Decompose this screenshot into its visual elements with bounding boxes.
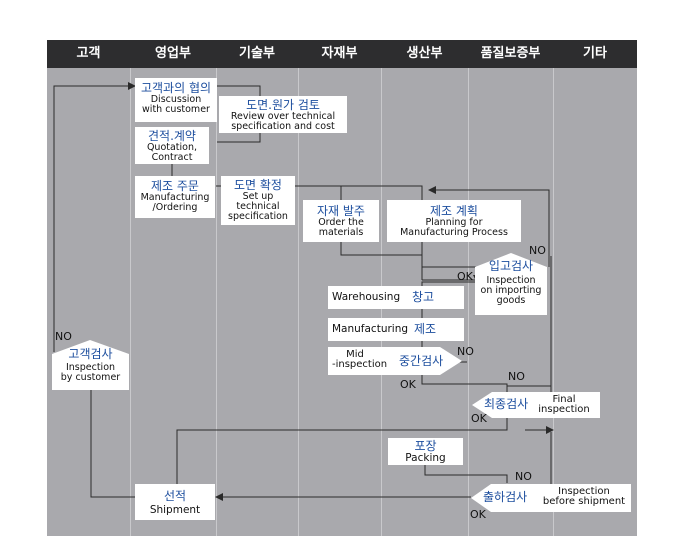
department-header: 고객 영업부 기술부 자재부 생산부 품질보증부 기타 <box>47 40 637 68</box>
flow-label-ok: OK <box>457 270 473 283</box>
flow-connectors <box>53 82 554 501</box>
column-header-quality: 품질보증부 <box>480 46 541 61</box>
step-planning-en: Planning for <box>425 217 483 228</box>
step-manufacturing-order-en: /Ordering <box>152 202 198 213</box>
step-order-materials-ko: 자재 발주 <box>317 204 365 218</box>
step-final-inspection-en: inspection <box>538 404 590 415</box>
flow-label-ok: OK <box>400 378 416 391</box>
column-header-materials: 자재부 <box>321 46 358 61</box>
step-shipment: 선적 Shipment <box>135 484 215 520</box>
step-manufacturing-order: 제조 주문 Manufacturing /Ordering <box>135 176 215 218</box>
lane-divider <box>216 68 217 536</box>
step-review-ko: 도면.원가 검토 <box>246 98 320 112</box>
step-warehousing-en: Warehousing <box>332 291 401 303</box>
step-final-inspection: Final inspection <box>534 395 594 415</box>
step-mid-inspection-ko: 중간검사 <box>399 354 444 368</box>
step-quotation: 견적.계약 Quotation, Contract <box>135 127 209 164</box>
step-planning: 제조 계획 Planning for Manufacturing Process <box>387 200 521 242</box>
step-inspection-shipment-ko: 출하검사 <box>483 490 528 504</box>
step-order-materials-en: Order the <box>318 217 364 228</box>
step-inspection-importing-en: Inspection <box>486 275 536 286</box>
step-warehousing-ko: 창고 <box>412 290 435 304</box>
step-quotation-en: Contract <box>151 152 193 163</box>
step-inspection-importing-en: goods <box>496 295 526 306</box>
step-inspection-customer-shape <box>52 340 129 390</box>
step-packing: 포장 Packing <box>388 438 463 465</box>
step-technical-spec-ko: 도면 확정 <box>234 178 282 192</box>
step-technical-spec-en: specification <box>228 211 288 222</box>
step-final-inspection-en: Final <box>552 394 576 405</box>
step-mid-inspection-shape <box>328 347 462 375</box>
step-order-materials-en: materials <box>318 227 364 238</box>
step-discussion-en: Discussion <box>150 94 202 105</box>
flow-label-ok: OK <box>470 508 486 521</box>
step-inspection-shipment-shape <box>471 484 631 512</box>
lane-divider <box>130 68 131 536</box>
step-inspection-customer-en: Inspection <box>65 362 116 373</box>
step-discussion: 고객과의 협의 Discussion with customer <box>135 78 217 122</box>
column-header-customer: 고객 <box>76 46 101 61</box>
step-planning-en: Manufacturing Process <box>400 227 508 238</box>
step-inspection-shipment: Inspection before shipment <box>538 487 630 507</box>
step-inspection-importing-shape <box>475 253 547 315</box>
lane-divider <box>468 68 469 536</box>
step-final-inspection-shape <box>472 392 600 418</box>
lane-divider <box>553 68 554 536</box>
step-manufacturing-en: Manufacturing <box>332 323 409 335</box>
step-inspection-importing-ko: 입고검사 <box>488 259 534 273</box>
step-inspection-shipment-en: Inspection <box>558 486 610 497</box>
step-review-en: specification and cost <box>231 121 335 132</box>
step-quotation-en: Quotation, <box>146 142 198 153</box>
step-mid-inspection: Mid -inspection <box>332 350 387 370</box>
flow-label-no: NO <box>515 470 532 483</box>
step-packing-en: Packing <box>405 452 446 464</box>
flow-label-no: NO <box>508 370 525 383</box>
lane-divider <box>298 68 299 536</box>
step-manufacturing: Manufacturing 제조 <box>328 318 464 341</box>
flow-label-ok: OK <box>471 412 487 425</box>
flow-label-no: NO <box>529 244 546 257</box>
column-header-production: 생산부 <box>406 46 443 61</box>
step-technical-spec-en: technical <box>236 201 280 212</box>
step-mid-inspection-en: Mid <box>346 349 364 360</box>
step-planning-ko: 제조 계획 <box>430 204 478 218</box>
step-technical-spec-en: Set up <box>242 191 274 202</box>
flowchart-diagram: 고객 영업부 기술부 자재부 생산부 품질보증부 기타 <box>47 40 637 536</box>
step-technical-spec: 도면 확정 Set up technical specification <box>221 176 295 225</box>
column-header-engineering: 기술부 <box>239 46 275 61</box>
step-quotation-ko: 견적.계약 <box>148 129 196 143</box>
step-shipment-en: Shipment <box>149 504 201 516</box>
column-header-sales: 영업부 <box>155 46 191 61</box>
step-shipment-ko: 선적 <box>163 489 187 503</box>
step-packing-ko: 포장 <box>414 439 437 453</box>
step-inspection-importing-en: on importing <box>480 285 542 296</box>
step-manufacturing-ko: 제조 <box>414 322 437 336</box>
step-inspection-importing: 입고검사 Inspection on importing goods <box>475 259 547 306</box>
step-review-en: Review over technical <box>230 111 336 122</box>
step-final-inspection-ko: 최종검사 <box>484 397 529 411</box>
step-manufacturing-order-ko: 제조 주문 <box>151 179 199 193</box>
step-manufacturing-order-en: Manufacturing <box>140 192 210 203</box>
step-inspection-shipment-en: before shipment <box>542 496 626 507</box>
step-inspection-customer-ko: 고객검사 <box>68 347 113 361</box>
step-order-materials: 자재 발주 Order the materials <box>303 200 379 242</box>
flow-label-no: NO <box>55 330 72 343</box>
step-warehousing: Warehousing 창고 <box>328 286 464 309</box>
step-mid-inspection-en: -inspection <box>332 359 388 370</box>
step-discussion-ko: 고객과의 협의 <box>140 81 212 95</box>
step-discussion-en: with customer <box>142 104 210 115</box>
column-header-other: 기타 <box>583 46 607 61</box>
step-inspection-customer: 고객검사 Inspection by customer <box>52 347 129 383</box>
step-inspection-customer-en: by customer <box>60 372 121 383</box>
flow-label-no: NO <box>457 345 474 358</box>
step-review: 도면.원가 검토 Review over technical specifica… <box>219 96 347 133</box>
